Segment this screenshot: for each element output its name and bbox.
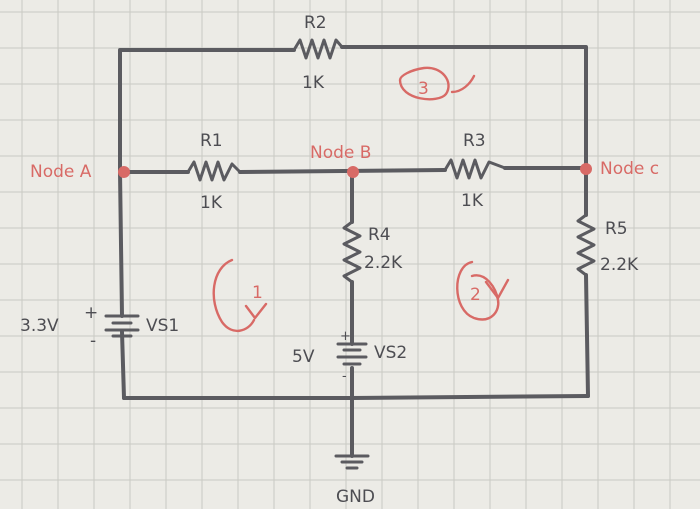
r5-name: R5 (605, 219, 628, 239)
wire-top-left (118, 48, 296, 172)
r4-value: 2.2K (364, 253, 403, 273)
vs2-value: 5V (292, 347, 315, 367)
vs1-name: VS1 (146, 316, 179, 336)
vs1-minus: - (90, 331, 96, 351)
vs2-plus: + (340, 329, 351, 344)
vs1-battery-symbol (104, 314, 140, 338)
vs2-minus: - (342, 369, 347, 384)
r3-value: 1K (461, 191, 484, 211)
r2-name: R2 (304, 13, 327, 33)
loop-3-arrowhead (450, 74, 476, 94)
node-b-label: Node B (310, 143, 371, 163)
node-a-dot (118, 166, 130, 178)
wire-left-lower (120, 330, 126, 400)
node-a-label: Node A (30, 162, 92, 182)
loop-3-label: 3 (418, 79, 429, 99)
r5-value: 2.2K (600, 255, 639, 275)
resistor-r1-symbol (186, 160, 242, 182)
wire-r1-nodeB (238, 168, 447, 174)
node-c-label: Node c (600, 159, 659, 179)
loop-2-arrowhead (484, 278, 510, 300)
vs1-value: 3.3V (20, 316, 59, 336)
r1-value: 1K (200, 193, 223, 213)
resistor-r2-symbol (292, 38, 344, 60)
resistor-r3-symbol (443, 158, 507, 180)
vs2-name: VS2 (374, 343, 407, 363)
vs2-battery-symbol (336, 342, 368, 366)
loop-3-arrow (398, 66, 450, 101)
loop-1-arrow (212, 258, 256, 332)
wire-right-lower (584, 273, 590, 398)
vs1-plus: + (84, 303, 98, 323)
ground-symbol (334, 454, 370, 470)
node-b-dot (347, 166, 359, 178)
r4-name: R4 (368, 225, 391, 245)
loop-1-annotation: 1 (212, 258, 268, 332)
resistor-r5-symbol (576, 213, 596, 277)
wire-bottom (122, 394, 590, 400)
loop-1-label: 1 (252, 283, 263, 303)
resistor-r4-symbol (342, 220, 362, 284)
r1-name: R1 (200, 131, 223, 151)
node-c-dot (580, 163, 592, 175)
wires (118, 45, 590, 458)
loop-1-arrowhead (244, 302, 268, 320)
loop-2-label: 2 (470, 285, 481, 305)
r3-name: R3 (463, 131, 486, 151)
r2-value: 1K (302, 73, 325, 93)
ground-label: GND (336, 487, 375, 507)
wire-top-right (340, 45, 588, 172)
loop-2-annotation: 2 (456, 260, 510, 321)
loop-2-arrow (456, 260, 500, 321)
loop-3-annotation: 3 (398, 66, 476, 101)
wire-left-upper (118, 170, 124, 318)
